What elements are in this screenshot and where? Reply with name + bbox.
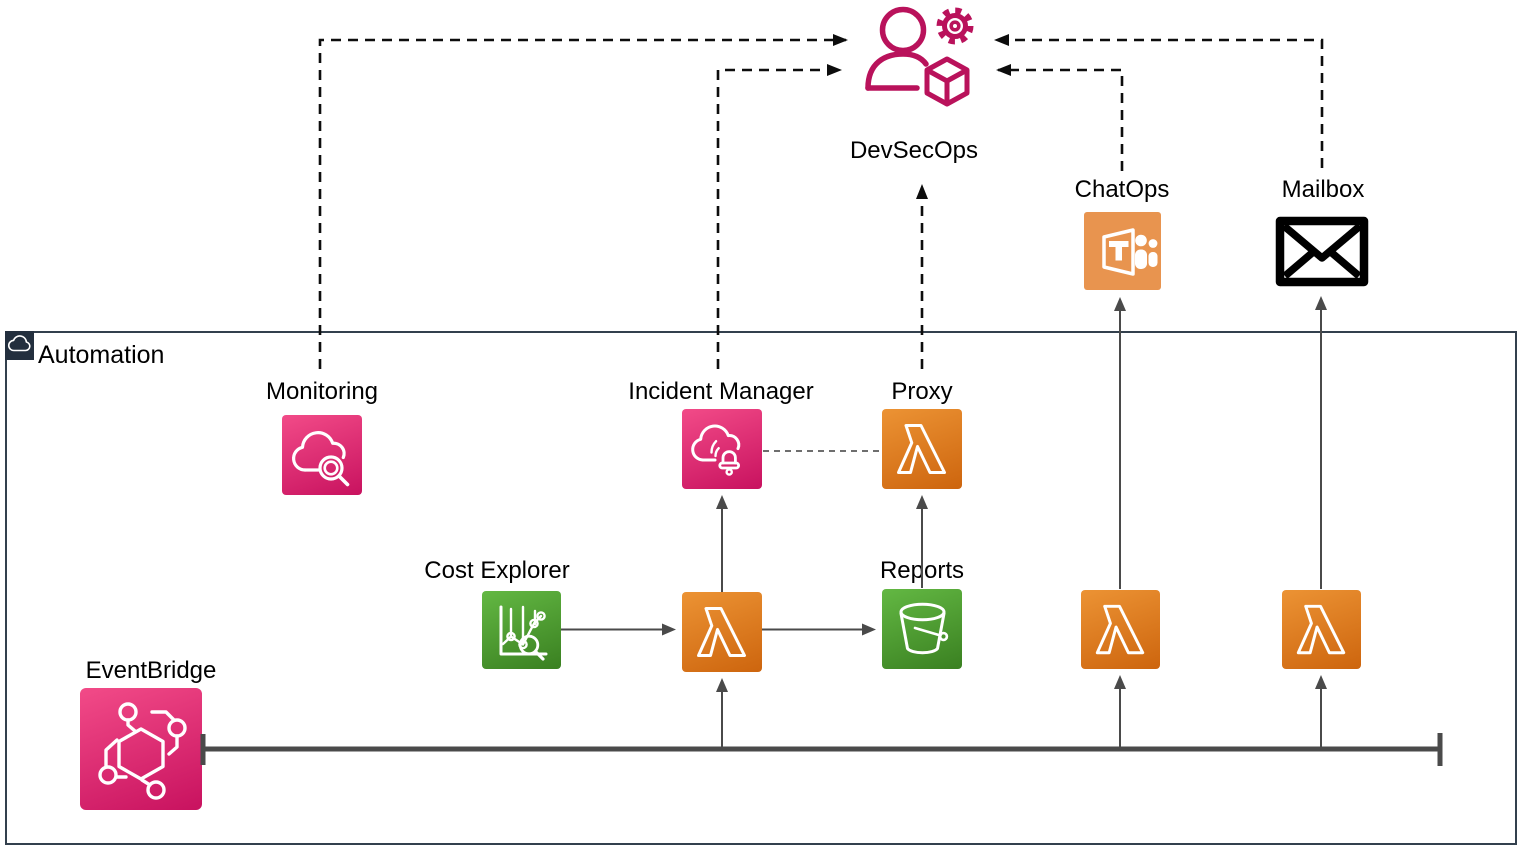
lambda-icon xyxy=(1296,604,1346,655)
cost-explorer-node xyxy=(482,591,561,669)
chatops-label: ChatOps xyxy=(1074,176,1170,203)
dashed-arrows xyxy=(318,34,1324,369)
incident-manager-label: Incident Manager xyxy=(628,378,814,405)
cloud-magnifier-icon xyxy=(292,431,350,487)
s3-bucket-icon xyxy=(899,602,949,655)
lambda-icon xyxy=(1095,604,1145,655)
microsoft-teams-icon xyxy=(1102,228,1158,276)
chatops-node xyxy=(1084,212,1161,290)
person-gear-cube-icon xyxy=(865,6,974,107)
envelope-icon xyxy=(1275,216,1369,287)
monitoring-label: Monitoring xyxy=(265,378,379,405)
chart-magnifier-icon xyxy=(499,605,548,661)
incident-manager-node xyxy=(682,409,762,489)
eventbridge-node xyxy=(80,688,202,810)
monitoring-node xyxy=(282,415,362,495)
reports-node xyxy=(882,589,962,669)
hexagon-network-icon xyxy=(98,702,187,800)
automation-container-label: Automation xyxy=(38,341,165,369)
reports-label: Reports xyxy=(879,557,965,584)
lambda-mailbox-node xyxy=(1282,590,1361,669)
cost-explorer-label: Cost Explorer xyxy=(424,557,570,584)
cloud-bell-icon xyxy=(691,424,741,476)
lambda-icon xyxy=(697,607,746,657)
lambda-icon xyxy=(897,424,946,474)
automation-badge xyxy=(5,331,34,360)
mailbox-label: Mailbox xyxy=(1281,176,1365,203)
cloud-icon xyxy=(7,335,31,352)
eventbridge-label: EventBridge xyxy=(85,657,217,684)
proxy-label: Proxy xyxy=(891,378,953,405)
lambda-center-node xyxy=(682,592,762,672)
proxy-node xyxy=(882,409,962,489)
lambda-chatops-node xyxy=(1081,590,1160,669)
devsecops-label: DevSecOps xyxy=(849,137,979,164)
